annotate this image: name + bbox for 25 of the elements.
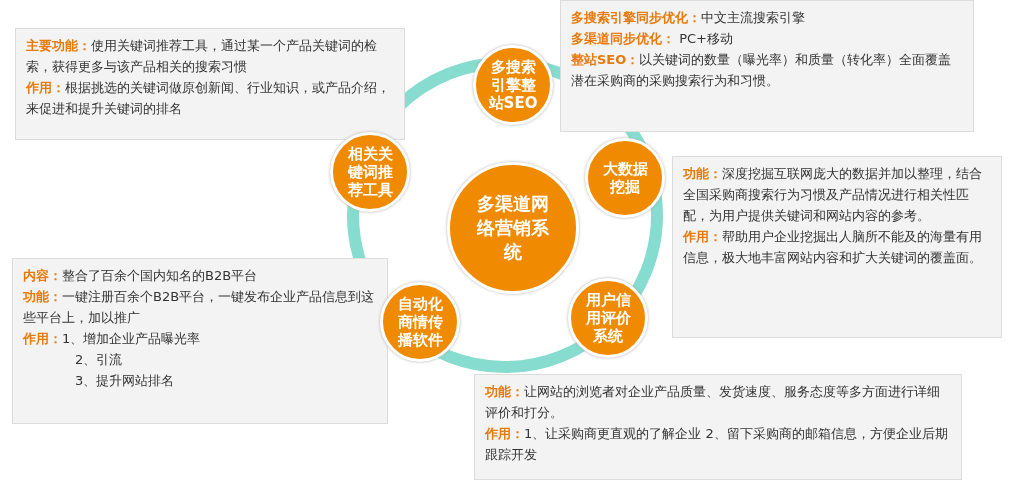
description-text: 内容：整合了百余个国内知名的B2B平台 [23, 267, 259, 285]
description-text: 3、提升网站排名 [74, 372, 176, 390]
topic-circle: 大数据挖掘 [585, 138, 665, 218]
topic-circle: 自动化商情传播软件 [380, 282, 460, 362]
description-text: 主要功能：使用关键词推荐工具，通过某一个产品关键词的检索，获得更多与该产品相关的搜索习惯 [26, 37, 378, 76]
description-text: 功能：深度挖掘互联网庞大的数据并加以整理，结合全国采购商搜索行为习惯及产品情况进行相关性匹配，为用户提供关键词和网站内容的参考。 [683, 165, 983, 225]
description-text: 2、引流 [74, 351, 124, 369]
topic-circle: 多渠道网络营销系统 [447, 162, 579, 294]
description-text: 功能：一键注册百余个B2B平台，一键发布企业产品信息到这些平台上，加以推广 [23, 288, 376, 327]
info-panel [15, 28, 405, 140]
info-panel [12, 258, 388, 424]
description-text: 作用：1、让采购商更直观的了解企业 2、留下采购商的邮箱信息，方便企业后期跟踪开发 [485, 425, 949, 464]
description-text: 作用：帮助用户企业挖掘出人脑所不能及的海量有用信息，极大地丰富网站内容和扩大关键词的覆盖面。 [683, 228, 983, 267]
description-text: 整站SEO：以关键词的数量（曝光率）和质量（转化率）全面覆盖潜在采购商的采购搜索行为和习惯。 [571, 51, 953, 90]
description-text: 多渠道同步优化： PC+移动 [571, 30, 734, 48]
description-text: 多搜索引擎同步优化：中文主流搜索引擎 [571, 9, 806, 27]
info-panel [560, 0, 974, 132]
topic-circle: 用户信用评价系统 [568, 278, 648, 358]
info-panel [672, 156, 1002, 338]
description-text: 功能：让网站的浏览者对企业产品质量、发货速度、服务态度等多方面进行详细评价和打分。 [485, 383, 941, 422]
info-panel [474, 374, 962, 480]
description-text: 作用：1、增加企业产品曝光率 [23, 330, 202, 348]
topic-circle: 相关关键词推荐工具 [330, 132, 410, 212]
topic-circle: 多搜索引擎整站SEO [473, 45, 553, 125]
description-text: 作用：根据挑选的关键词做原创新闻、行业知识，或产品介绍，来促进和提升关键词的排名 [26, 79, 391, 118]
